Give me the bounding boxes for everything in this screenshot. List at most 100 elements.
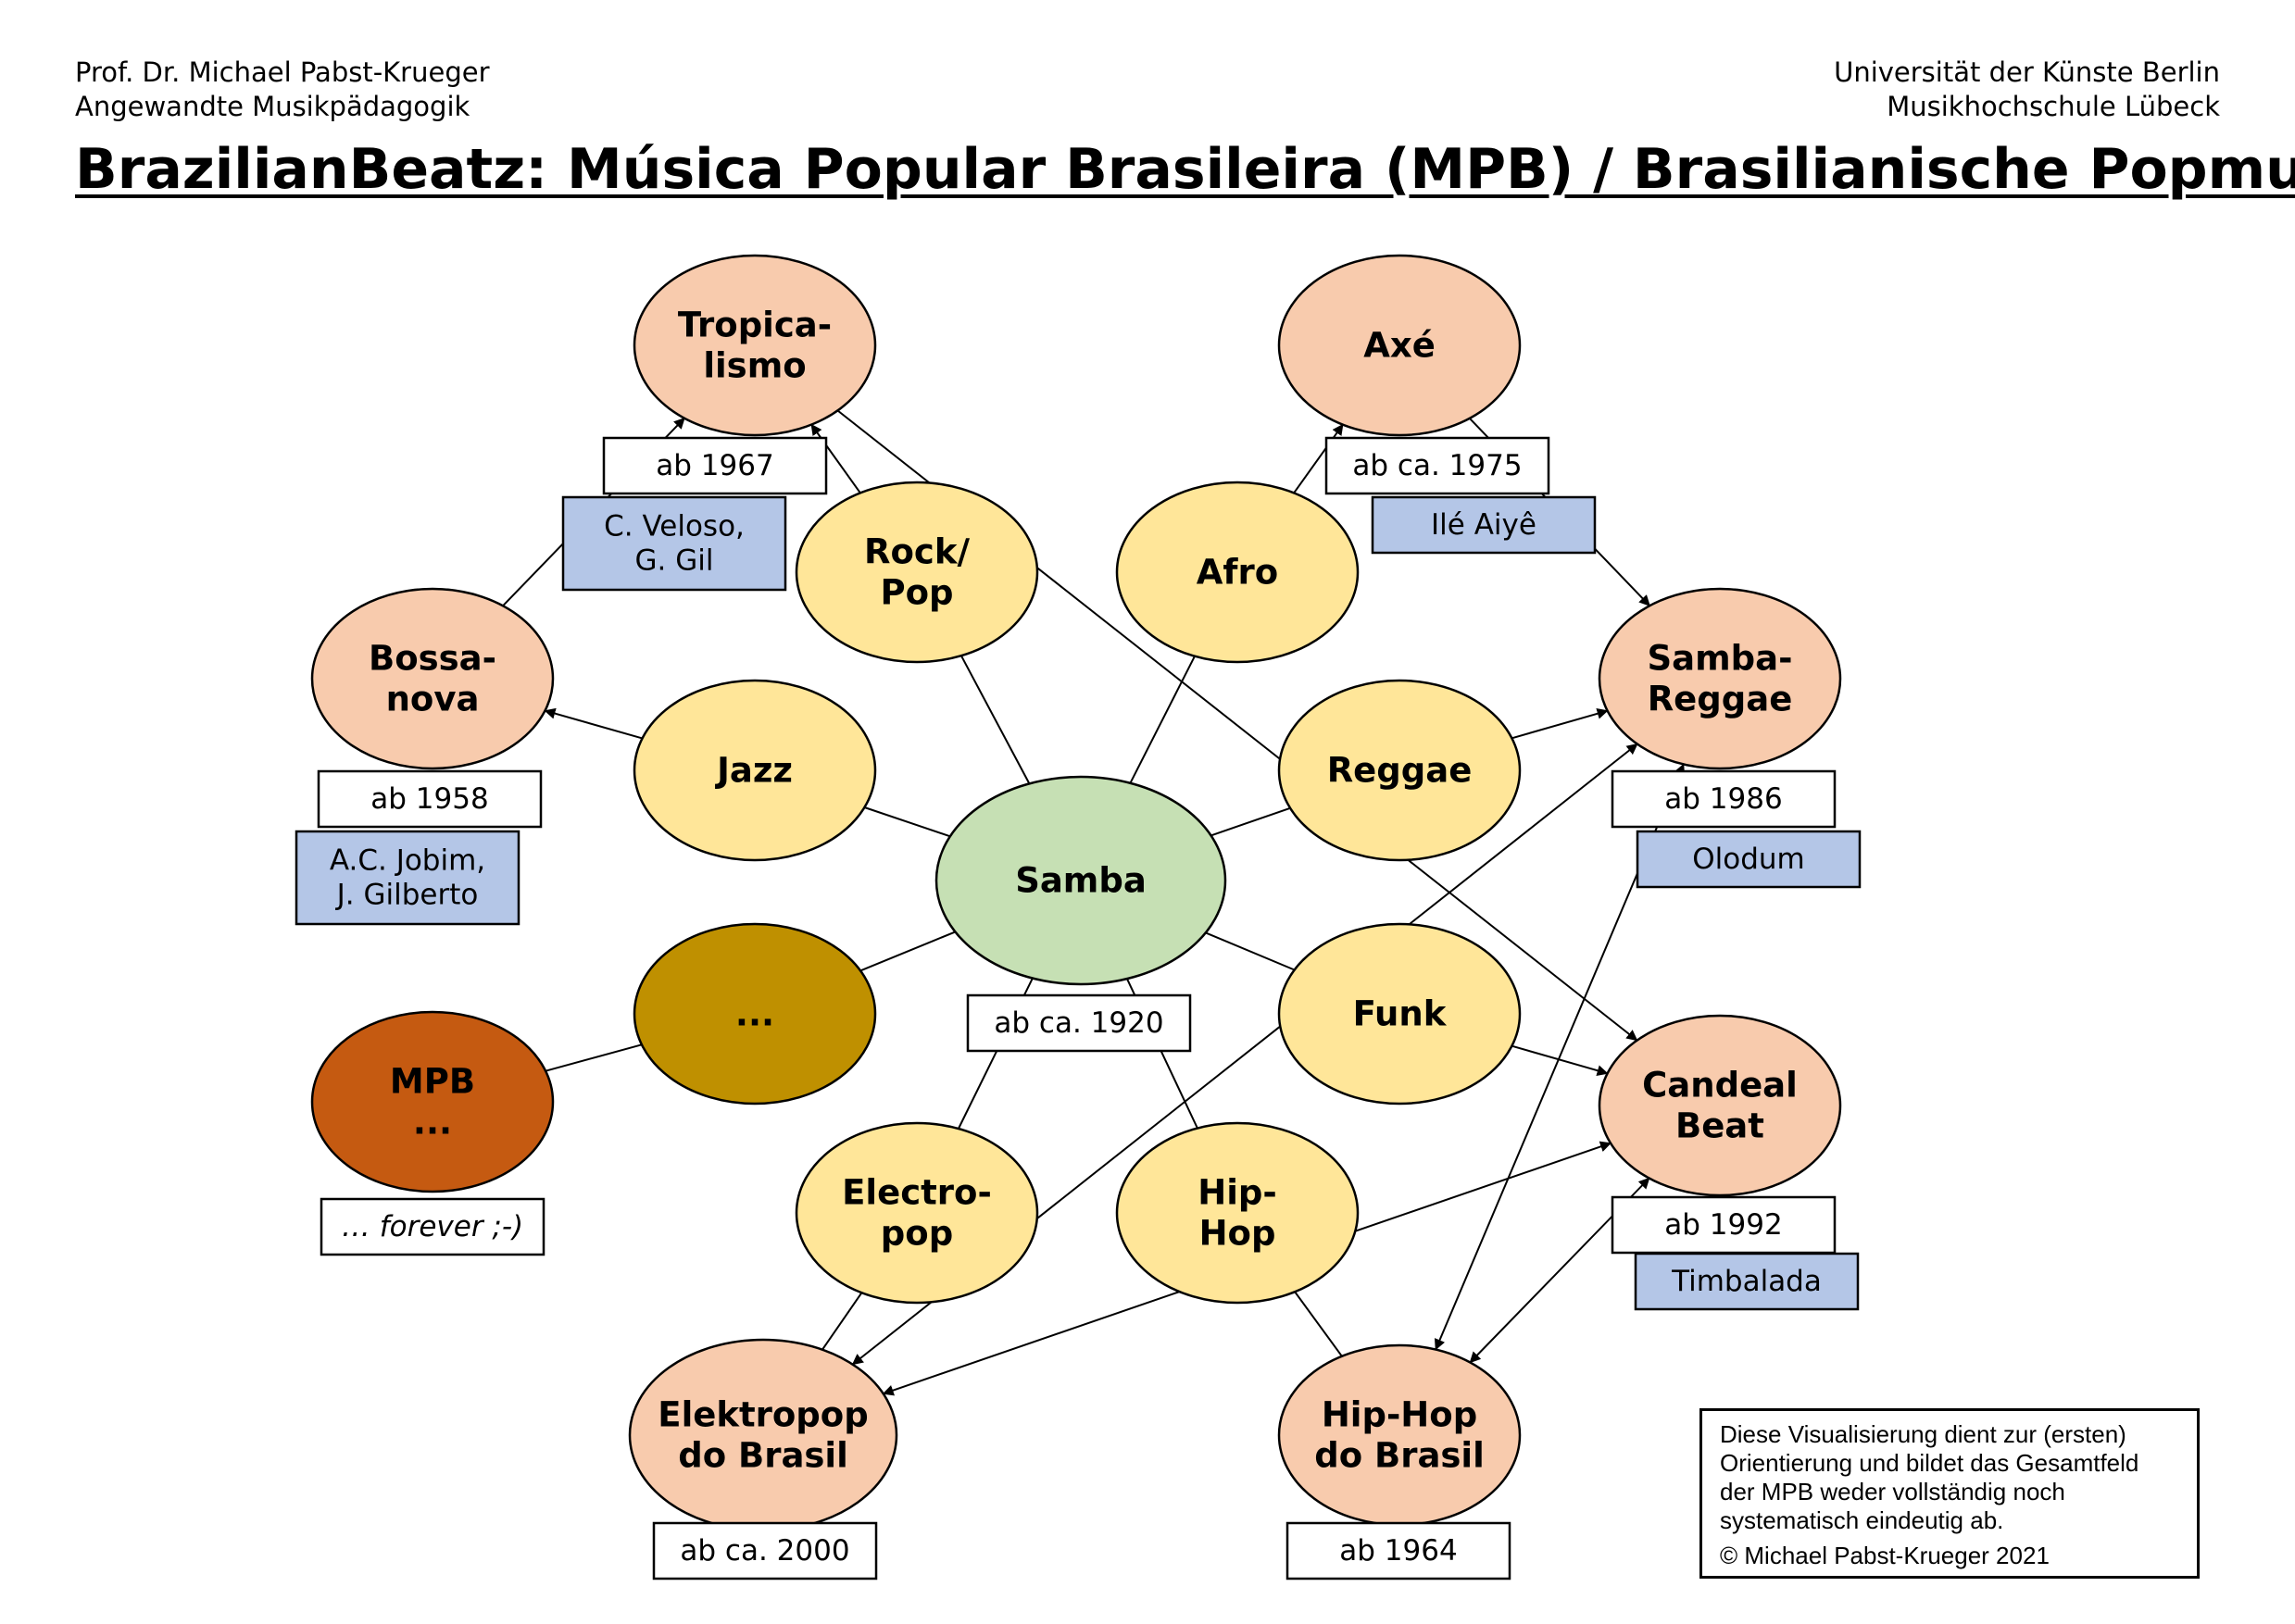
node-afro: Afro xyxy=(1115,481,1360,664)
edge-samba-to-reggae xyxy=(1210,806,1291,837)
box-candeal-beat-date: ab 1992 xyxy=(1611,1195,1837,1255)
edge-samba-to-afro xyxy=(1129,656,1196,784)
node-samba-shape xyxy=(934,775,1227,986)
box-samba-date-frame xyxy=(966,993,1192,1053)
box-mpb-note: … forever ;-) xyxy=(320,1197,546,1256)
edge-samba-to-jazz xyxy=(864,806,951,838)
node-rock-pop-label: Pop xyxy=(880,573,953,613)
node-funk: Funk xyxy=(1277,922,1522,1106)
node-axe-label: Axé xyxy=(1363,326,1436,366)
node-electropop-label: pop xyxy=(881,1214,953,1254)
box-candeal-beat-date-frame xyxy=(1611,1195,1837,1255)
box-bossanova-artists-frame xyxy=(295,830,520,926)
node-bossanova-label: nova xyxy=(386,680,480,719)
box-bossanova-artists-text: J. Gilberto xyxy=(335,879,479,912)
header-right: Universität der Künste Berlin Musikhochs… xyxy=(1834,56,2220,124)
node-afro-shape xyxy=(1115,481,1360,664)
header-left: Prof. Dr. Michael Pabst-Krueger Angewand… xyxy=(75,56,490,124)
box-tropicalismo-date: ab 1967 xyxy=(602,436,828,495)
note-line: Orientierung und bildet das Gesamtfeld xyxy=(1720,1449,2139,1477)
node-tropicalismo: Tropica-lismo xyxy=(633,254,877,437)
box-hip-hop-do-brasil-date-text: ab 1964 xyxy=(1339,1534,1457,1568)
box-samba-date-text: ab ca. 1920 xyxy=(994,1006,1163,1040)
box-bossanova-artists: A.C. Jobim,J. Gilberto xyxy=(295,830,520,926)
note-line: systematisch eindeutig ab. xyxy=(1720,1506,2004,1534)
box-candeal-beat-date-text: ab 1992 xyxy=(1664,1208,1782,1242)
note-line: der MPB weder vollständig noch xyxy=(1720,1478,2065,1505)
node-elektropop-do-brasil-label: do Brasil xyxy=(678,1436,848,1476)
node-candeal-beat-label: Beat xyxy=(1675,1106,1764,1146)
box-axe-artists-text: Ilé Aiyê xyxy=(1431,508,1536,542)
node-hip-hop-label: Hop xyxy=(1199,1214,1276,1254)
box-candeal-beat-artists-frame xyxy=(1634,1252,1860,1311)
node-mpb-shape xyxy=(310,1010,555,1193)
node-afro-label: Afro xyxy=(1197,553,1278,593)
node-rock-pop-label: Rock/ xyxy=(864,532,970,572)
box-axe-date-text: ab ca. 1975 xyxy=(1352,449,1522,482)
box-elektropop-do-brasil-date: ab ca. 2000 xyxy=(652,1521,878,1580)
node-hip-hop: Hip-Hop xyxy=(1115,1121,1360,1305)
box-samba-reggae-artists-frame xyxy=(1636,830,1862,889)
node-electropop: Electro-pop xyxy=(795,1121,1039,1305)
node-jazz-label: Jazz xyxy=(714,751,793,791)
edge-mpb-to-other xyxy=(545,1043,643,1072)
note-line: Diese Visualisierung dient zur (ersten) xyxy=(1720,1420,2126,1448)
box-elektropop-do-brasil-date-text: ab ca. 2000 xyxy=(680,1534,849,1568)
box-tropicalismo-artists-frame xyxy=(561,495,787,592)
node-jazz-shape xyxy=(633,679,877,862)
edge-samba-to-rock-pop xyxy=(960,655,1031,784)
node-candeal-beat-shape xyxy=(1598,1014,1842,1197)
node-hip-hop-label: Hip- xyxy=(1198,1173,1277,1213)
node-jazz: Jazz xyxy=(633,679,877,862)
node-samba-reggae-shape xyxy=(1598,587,1842,770)
box-samba-reggae-date: ab 1986 xyxy=(1611,769,1837,829)
node-bossanova-label: Bossa- xyxy=(369,639,496,679)
department-name: Angewandte Musikpädagogik xyxy=(75,91,470,122)
node-elektropop-do-brasil-label: Elektropop xyxy=(658,1395,868,1435)
edge-rock-pop-to-tropicalismo xyxy=(810,423,861,493)
box-tropicalismo-date-text: ab 1967 xyxy=(656,449,773,482)
node-samba-label: Samba xyxy=(1015,861,1147,901)
node-rock-pop: Rock/Pop xyxy=(795,481,1039,664)
box-axe-artists-frame xyxy=(1371,495,1597,555)
box-tropicalismo-artists: C. Veloso,G. Gil xyxy=(561,495,787,592)
box-mpb-note-text: … forever ;-) xyxy=(342,1210,523,1243)
edge-samba-to-other xyxy=(859,931,956,972)
node-axe: Axé xyxy=(1277,254,1522,437)
box-candeal-beat-artists-text: Timbalada xyxy=(1671,1265,1822,1298)
node-reggae-label: Reggae xyxy=(1327,751,1473,791)
box-bossanova-date-text: ab 1958 xyxy=(370,782,488,816)
box-axe-date-frame xyxy=(1324,436,1550,495)
node-other-label: ... xyxy=(735,994,774,1034)
edge-reggae-to-samba-reggae xyxy=(1511,707,1609,740)
box-bossanova-date: ab 1958 xyxy=(317,769,543,829)
node-reggae: Reggae xyxy=(1277,679,1522,862)
node-reggae-shape xyxy=(1277,679,1522,862)
node-hip-hop-do-brasil-label: do Brasil xyxy=(1314,1436,1485,1476)
box-candeal-beat-artists: Timbalada xyxy=(1634,1252,1860,1311)
node-other: ... xyxy=(633,922,877,1106)
box-axe-artists: Ilé Aiyê xyxy=(1371,495,1597,555)
edge-funk-to-candeal-beat xyxy=(1511,1044,1609,1077)
node-electropop-shape xyxy=(795,1121,1039,1305)
node-axe-shape xyxy=(1277,254,1522,437)
edge-afro-to-axe xyxy=(1293,423,1344,493)
node-bossanova-shape xyxy=(310,587,555,770)
box-elektropop-do-brasil-date-frame xyxy=(652,1521,878,1580)
box-samba-reggae-artists: Olodum xyxy=(1636,830,1862,889)
school-name: Musikhochschule Lübeck xyxy=(1887,91,2220,122)
node-bossanova: Bossa-nova xyxy=(310,587,555,770)
node-tropicalismo-shape xyxy=(633,254,877,437)
box-bossanova-date-frame xyxy=(317,769,543,829)
box-samba-reggae-date-text: ab 1986 xyxy=(1664,782,1782,816)
node-other-shape xyxy=(633,922,877,1106)
copyright-text: © Michael Pabst-Krueger 2021 xyxy=(1720,1542,2050,1569)
box-tropicalismo-date-frame xyxy=(602,436,828,495)
edge-hip-hop-to-hip-hop-do-brasil xyxy=(1294,1291,1343,1357)
box-mpb-note-frame xyxy=(320,1197,546,1256)
edge-jazz-to-bossanova xyxy=(544,707,643,740)
